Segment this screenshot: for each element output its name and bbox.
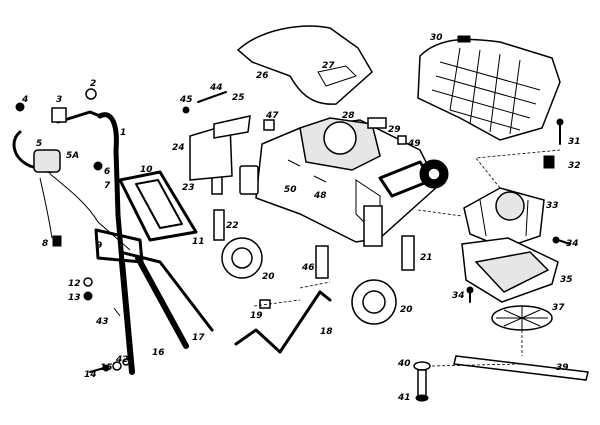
part-label-42: 42: [115, 355, 129, 365]
deck-wheels: [221, 159, 449, 325]
part-label-11: 11: [192, 237, 205, 247]
motor-housing: [461, 237, 559, 303]
handle-knobs: [15, 88, 121, 317]
part-label-45: 45: [179, 95, 193, 105]
cable: [39, 173, 131, 251]
part-label-17: 17: [192, 333, 205, 343]
part-label-14: 14: [84, 370, 97, 380]
part-label-20b: 20: [400, 305, 413, 315]
part-label-35: 35: [560, 275, 573, 285]
part-label-8: 8: [42, 239, 48, 249]
part-label-1: 1: [120, 128, 126, 138]
part-label-21: 21: [420, 253, 433, 263]
part-label-29: 29: [388, 125, 401, 135]
height-adjust-parts: [211, 119, 415, 279]
part-label-25: 25: [232, 93, 245, 103]
mower-deck: [239, 117, 439, 247]
grass-box-lid: [236, 25, 373, 105]
handle-brackets: [118, 170, 198, 242]
leader-lines: [253, 149, 561, 367]
fan: [491, 305, 553, 331]
part-label-6: 6: [104, 167, 110, 177]
part-label-22: 22: [226, 221, 239, 231]
flap-parts: [182, 91, 407, 181]
part-label-44: 44: [209, 83, 223, 93]
part-label-2: 2: [90, 79, 96, 89]
part-label-40: 40: [397, 359, 411, 369]
part-label-16: 16: [152, 348, 165, 358]
motor: [463, 187, 545, 249]
part-label-23: 23: [182, 183, 195, 193]
part-label-7: 7: [104, 181, 111, 191]
part-label-15: 15: [100, 363, 113, 373]
upper-handle: [12, 110, 125, 265]
part-label-27: 27: [322, 61, 335, 71]
part-label-30: 30: [430, 33, 443, 43]
part-label-12: 12: [68, 279, 81, 289]
handle-screws: [89, 358, 130, 373]
rear-axle: [234, 290, 332, 354]
part-label-50: 50: [284, 185, 297, 195]
motor-fasteners: [466, 118, 571, 303]
part-label-24: 24: [172, 143, 185, 153]
part-label-48: 48: [313, 191, 327, 201]
part-label-5a: 5A: [66, 151, 79, 161]
part-label-49: 49: [407, 139, 421, 149]
part-label-43: 43: [95, 317, 109, 327]
switch-housing: [33, 107, 67, 173]
part-label-46: 46: [301, 263, 315, 273]
lower-handle-bars: [94, 228, 214, 375]
part-label-32: 32: [568, 161, 581, 171]
part-label-31: 31: [568, 137, 581, 147]
part-label-19: 19: [250, 311, 263, 321]
part-label-41: 41: [397, 393, 411, 403]
part-label-20a: 20: [262, 272, 275, 282]
part-label-34b: 34: [452, 291, 465, 301]
part-label-9: 9: [96, 241, 102, 251]
part-label-39: 39: [556, 363, 569, 373]
part-label-47: 47: [265, 111, 279, 121]
part-label-18: 18: [320, 327, 333, 337]
part-label-4: 4: [21, 95, 28, 105]
part-label-33: 33: [546, 201, 559, 211]
part-label-3: 3: [56, 95, 62, 105]
part-label-28: 28: [342, 111, 355, 121]
blade: [453, 355, 589, 381]
part-label-5: 5: [36, 139, 42, 149]
grass-bag: [417, 35, 561, 141]
blade-bolt: [413, 361, 431, 402]
part-label-13: 13: [68, 293, 81, 303]
part-label-26: 26: [256, 71, 269, 81]
part-label-37: 37: [552, 303, 565, 313]
part-label-34a: 34: [566, 239, 579, 249]
part-label-10: 10: [140, 165, 153, 175]
